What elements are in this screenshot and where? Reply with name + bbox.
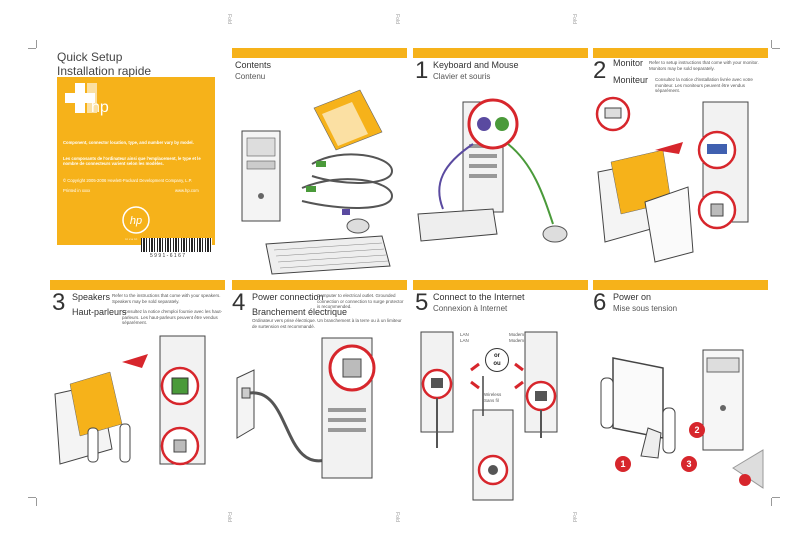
step-2-desc-fr: Consultez la notice d'installation livré… bbox=[655, 77, 753, 93]
step-6-header-bar bbox=[593, 280, 768, 290]
step-5-title-en: Connect to the Internet bbox=[433, 292, 525, 302]
cover-yellow-block: hp Component, connector location, type, … bbox=[57, 77, 215, 245]
or-label: or bbox=[494, 353, 500, 359]
step-1-panel: 1 Keyboard and Mouse Clavier et souris bbox=[413, 48, 588, 273]
step-2-desc-en: Refer to setup instructions that come wi… bbox=[649, 60, 759, 71]
hp-badge-text: i n v e n t bbox=[125, 237, 138, 241]
monitor-illustration bbox=[595, 96, 749, 263]
lan-label-fr: LAN bbox=[460, 338, 469, 343]
step-3-number: 3 bbox=[52, 289, 66, 316]
fold-mark-6: Fold bbox=[570, 512, 577, 522]
fold-mark-4: Fold bbox=[225, 512, 232, 522]
or-label-fr: ou bbox=[493, 361, 501, 367]
step-6-panel: 6 Power on Mise sous tension 1 2 3 bbox=[593, 280, 768, 505]
speakers-illustration bbox=[54, 335, 206, 466]
lan-label: LAN bbox=[460, 332, 469, 337]
fold-mark-1: Fold bbox=[225, 14, 232, 24]
barcode-number: 5 9 9 1 - 6 1 6 7 bbox=[150, 253, 186, 259]
step-2-title-fr: Moniteur bbox=[613, 75, 649, 85]
hp-badge-icon: hp bbox=[122, 206, 150, 234]
contents-illustration bbox=[241, 89, 394, 275]
hp-plus-logo-icon bbox=[65, 83, 97, 113]
step-5-title-fr: Connexion à Internet bbox=[433, 304, 508, 313]
step-4-title-fr: Branchement électrique bbox=[252, 307, 348, 317]
keyboard-mouse-illustration bbox=[417, 98, 568, 243]
step-1-number: 1 bbox=[415, 57, 429, 84]
or-badge: or ou bbox=[485, 348, 509, 372]
power-badge-1: 1 bbox=[615, 456, 631, 472]
power-illustration bbox=[236, 337, 376, 479]
step-6-number: 6 bbox=[593, 289, 607, 316]
svg-text:hp: hp bbox=[130, 215, 142, 227]
cover-copyright: © Copyright 2005-2006 Hewlett-Packard De… bbox=[63, 178, 193, 183]
cover-note-en: Component, connector location, type, and… bbox=[63, 140, 194, 145]
step-2-header-bar bbox=[593, 48, 768, 58]
modem-label-fr: Modem bbox=[509, 338, 525, 343]
cover-panel: Quick Setup Installation rapide bbox=[50, 48, 225, 273]
wireless-label: Wireless bbox=[484, 392, 502, 397]
cover-note-fr: Les composants de l'ordinateur ainsi que… bbox=[63, 156, 201, 167]
step-6-title-fr: Mise sous tension bbox=[613, 304, 678, 313]
cover-printed: Printed in xxxx bbox=[63, 188, 91, 193]
step-3-title-en: Speakers bbox=[72, 292, 111, 302]
fold-mark-3: Fold bbox=[570, 14, 577, 24]
step-2-title-en: Monitor bbox=[613, 58, 644, 68]
step-3-desc-fr: Consultez la notice d'emploi fournie ave… bbox=[122, 309, 223, 325]
power-badge-2: 2 bbox=[689, 422, 705, 438]
hp-logo-text: hp bbox=[91, 99, 109, 116]
step-3-panel: 3 Speakers Refer to the instructions tha… bbox=[50, 280, 225, 505]
page-turn-icon bbox=[739, 474, 751, 486]
barcode bbox=[141, 238, 212, 252]
cover-title-fr: Installation rapide bbox=[57, 64, 152, 78]
step-6-title-en: Power on bbox=[613, 292, 652, 302]
modem-label: Modem bbox=[509, 332, 525, 337]
step-1-title-fr: Clavier et souris bbox=[433, 72, 491, 81]
step-4-number: 4 bbox=[232, 289, 246, 316]
fold-mark-5: Fold bbox=[393, 512, 400, 522]
step-4-desc-fr: Ordinateur vers prise électrique. Un bra… bbox=[252, 318, 402, 329]
step-5-number: 5 bbox=[415, 289, 429, 316]
step-2-number: 2 bbox=[593, 57, 607, 84]
step-1-header-bar bbox=[413, 48, 588, 58]
step-4-panel: 4 Power connection Computer to electrica… bbox=[232, 280, 407, 505]
contents-panel: Contents Contenu bbox=[232, 48, 407, 275]
internet-illustration bbox=[420, 331, 558, 501]
step-4-header-bar bbox=[232, 280, 407, 290]
step-2-panel: 2 Monitor Refer to setup instructions th… bbox=[593, 48, 768, 273]
step-4-desc-en: Computer to electrical outlet. Grounded … bbox=[317, 293, 404, 309]
cover-website: www.hp.com bbox=[175, 188, 199, 193]
fold-mark-2: Fold bbox=[393, 14, 400, 24]
contents-header-bar bbox=[232, 48, 407, 58]
step-4-title-en: Power connection bbox=[252, 292, 324, 302]
contents-title-fr: Contenu bbox=[235, 72, 266, 81]
cover-title-en: Quick Setup bbox=[57, 50, 123, 64]
power-badge-3: 3 bbox=[681, 456, 697, 472]
contents-title-en: Contents bbox=[235, 60, 272, 70]
step-3-title-fr: Haut-parleurs bbox=[72, 307, 127, 317]
step-3-header-bar bbox=[50, 280, 225, 290]
step-5-panel: 5 Connect to the Internet Connexion à In… bbox=[413, 280, 588, 505]
step-5-header-bar bbox=[413, 280, 588, 290]
wireless-label-fr: Sans fil bbox=[484, 398, 499, 403]
power-on-illustration bbox=[600, 349, 764, 489]
step-1-title-en: Keyboard and Mouse bbox=[433, 60, 519, 70]
step-3-desc-en: Refer to the instructions that come with… bbox=[112, 293, 221, 304]
